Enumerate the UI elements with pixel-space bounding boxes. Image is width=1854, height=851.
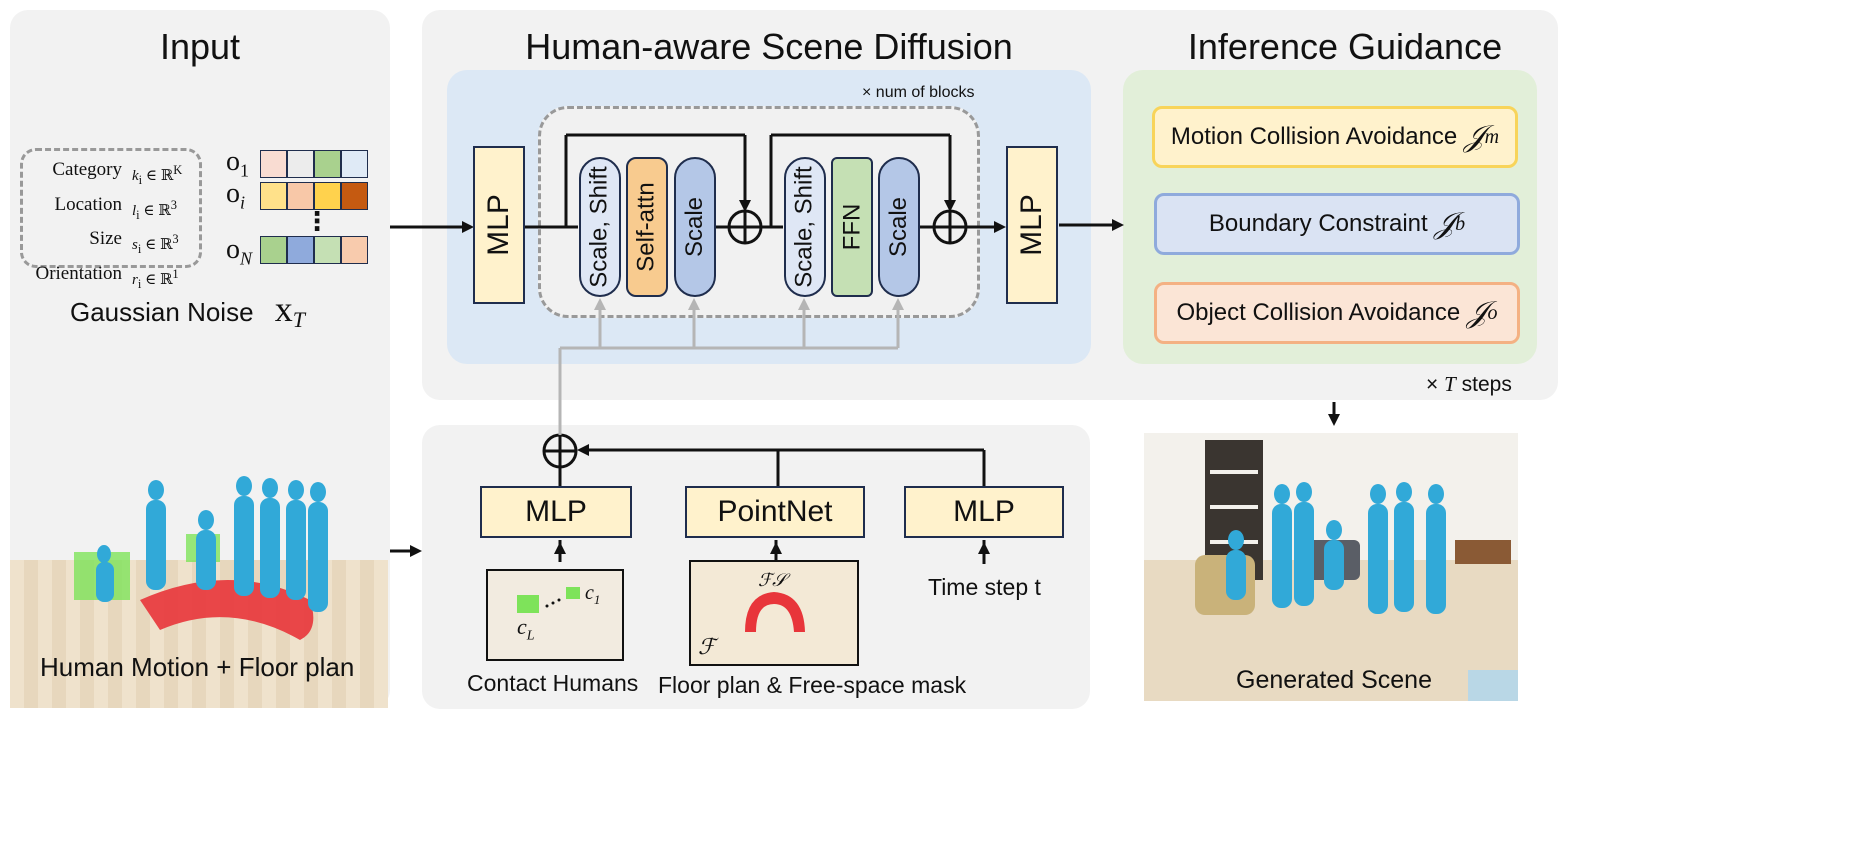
attribute-orientation: Orientation ri ∈ ℝ1 xyxy=(35,262,179,291)
scale-shift-block-2: Scale, Shift xyxy=(784,157,826,297)
token-cell xyxy=(314,150,341,178)
floor-caption: Floor plan & Free-space mask xyxy=(658,672,967,698)
token-label-n: oN xyxy=(226,234,253,269)
token-cell xyxy=(341,236,368,264)
condition-feed-arrowheads xyxy=(594,298,904,310)
time-mlp-encoder: MLP xyxy=(904,486,1064,538)
token-cell xyxy=(341,182,368,210)
token-ellipsis: ⋮ xyxy=(304,206,330,236)
motion-caption: Human Motion + Floor plan xyxy=(40,652,355,682)
floor-plan-image xyxy=(689,560,859,666)
left-human-figures xyxy=(96,476,328,612)
floor-plan-label: ℱ xyxy=(698,634,716,659)
token-cell xyxy=(260,150,287,178)
contact-cl-label: cL xyxy=(517,614,535,644)
token-cell xyxy=(287,182,314,210)
gaussian-noise-label: Gaussian Noise xT xyxy=(70,289,306,333)
steps-label: × T steps xyxy=(1426,372,1512,396)
contact-mlp-encoder: MLP xyxy=(480,486,632,538)
pointnet-encoder: PointNet xyxy=(685,486,865,538)
arrowheads xyxy=(410,200,1340,557)
mlp-out-block: MLP xyxy=(1006,146,1058,304)
token-cell xyxy=(314,182,341,210)
repeat-label: × num of blocks xyxy=(862,84,975,101)
scale-block-1: Scale xyxy=(674,157,716,297)
contact-caption: Contact Humans xyxy=(467,670,639,696)
token-label-i: oi xyxy=(226,178,246,213)
free-space-label: ℱ𝒮 xyxy=(758,570,787,590)
self-attn-block: Self-attn xyxy=(626,157,668,297)
condition-feed-lines xyxy=(558,306,900,435)
contact-humans-image xyxy=(486,569,624,661)
input-title: Input xyxy=(159,26,241,67)
attribute-category: Category ki ∈ ℝK xyxy=(52,159,183,187)
guidance-title: Inference Guidance xyxy=(1187,26,1503,67)
ffn-block: FFN xyxy=(831,157,873,297)
attribute-list: Category ki ∈ ℝK Location li ∈ ℝ3 Size s… xyxy=(22,158,202,296)
scale-shift-block-1: Scale, Shift xyxy=(579,157,621,297)
attribute-location: Location li ∈ ℝ3 xyxy=(54,193,177,222)
object-attributes-box xyxy=(20,148,202,268)
time-step-caption: Time step t xyxy=(928,574,1041,600)
token-cell xyxy=(260,236,287,264)
token-cell xyxy=(341,150,368,178)
token-cell xyxy=(260,182,287,210)
token-cell xyxy=(287,236,314,264)
scale-block-2: Scale xyxy=(878,157,920,297)
token-label-1: o1 xyxy=(226,146,249,181)
token-cell xyxy=(314,236,341,264)
generated-scene-humans xyxy=(1226,482,1446,614)
contact-c1-label: c1 xyxy=(585,582,601,607)
attribute-size: Size si ∈ ℝ3 xyxy=(89,228,179,256)
diffusion-title: Human-aware Scene Diffusion xyxy=(525,26,1013,67)
mlp-in-block: MLP xyxy=(473,146,525,304)
token-cell xyxy=(287,150,314,178)
generated-scene-caption: Generated Scene xyxy=(1236,666,1432,694)
